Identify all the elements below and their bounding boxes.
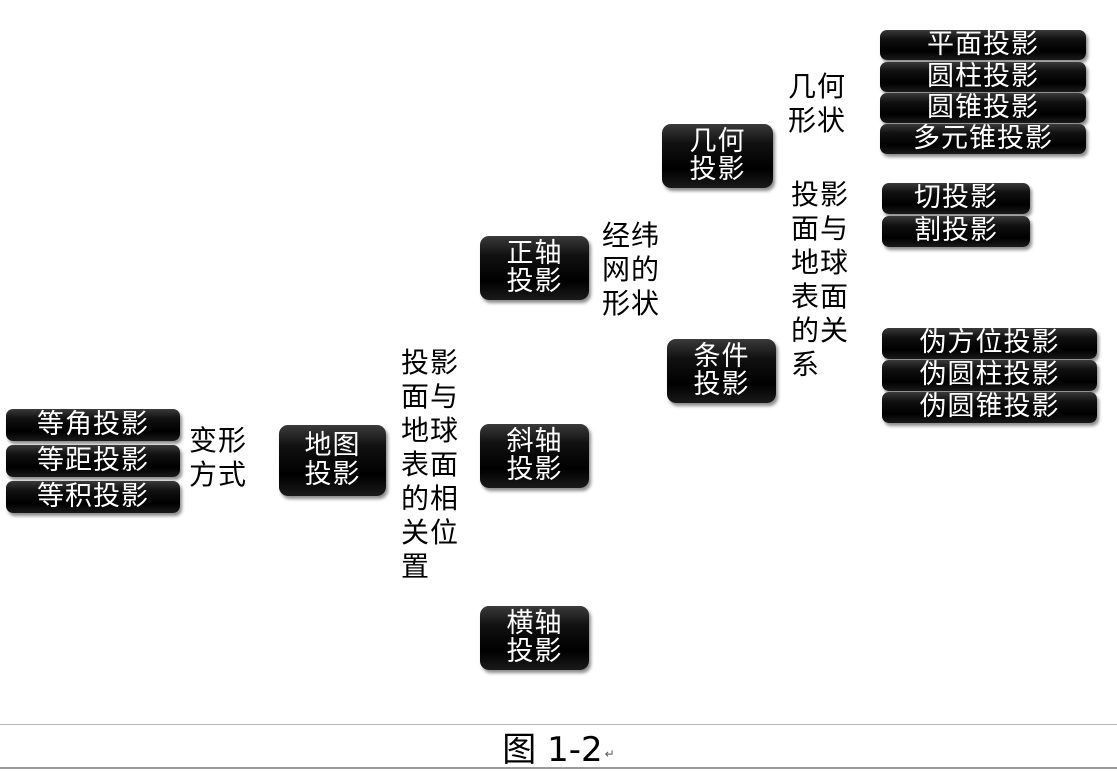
label-geometric-shape: 几何形状 <box>788 70 847 137</box>
node-oblique-axis: 斜轴投影 <box>480 424 589 488</box>
node-geometric-projection: 几何投影 <box>662 124 773 188</box>
leaf-equal-area: 等积投影 <box>6 481 180 513</box>
leaf-azimuthal: 平面投影 <box>880 30 1086 60</box>
leaf-pseudo-conic: 伪圆锥投影 <box>882 392 1097 423</box>
leaf-secant: 割投影 <box>882 216 1030 247</box>
node-map-projection: 地图投影 <box>279 425 386 496</box>
leaf-equal-angle: 等角投影 <box>6 409 180 441</box>
leaf-pseudo-cylindrical: 伪圆柱投影 <box>882 360 1097 391</box>
label-graticule-shape: 经纬网的形状 <box>602 219 661 320</box>
node-transverse-axis: 横轴投影 <box>480 606 589 670</box>
leaf-conic: 圆锥投影 <box>880 93 1086 123</box>
label-deformation-mode: 变形方式 <box>189 424 248 491</box>
node-conditional-projection: 条件投影 <box>667 339 776 403</box>
leaf-polyconic: 多元锥投影 <box>880 124 1086 154</box>
label-surface-relative-position: 投影面与地球表面的相关位置 <box>401 346 460 583</box>
leaf-cylindrical: 圆柱投影 <box>880 62 1086 92</box>
leaf-pseudo-azimuthal: 伪方位投影 <box>882 328 1097 359</box>
label-surface-relation: 投影面与地球表面的关系 <box>791 178 850 381</box>
caption-bar: 图 1-2 ↵ <box>0 724 1117 770</box>
leaf-tangent: 切投影 <box>882 183 1030 214</box>
paragraph-mark-icon: ↵ <box>604 747 615 761</box>
node-normal-axis: 正轴投影 <box>480 236 589 300</box>
figure-caption: 图 1-2 <box>502 729 603 770</box>
leaf-equal-distance: 等距投影 <box>6 445 180 477</box>
